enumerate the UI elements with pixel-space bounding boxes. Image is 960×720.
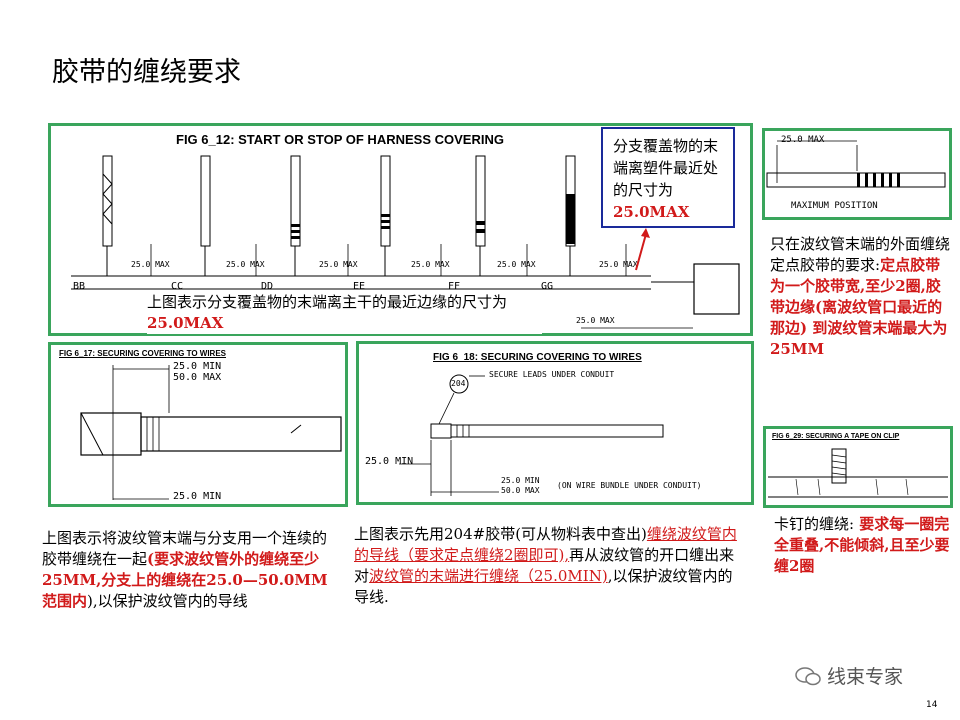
fig-6-12-title: FIG 6_12: START OR STOP OF HARNESS COVER… xyxy=(176,132,504,147)
callout-arrow xyxy=(635,228,650,271)
fig-6-17-panel: FIG 6_17: SECURING COVERING TO WIRES 25.… xyxy=(48,342,348,507)
fig-6-17-dim-3: 25.0 MIN xyxy=(173,491,222,502)
fig-6-17-title: FIG 6_17: SECURING COVERING TO WIRES xyxy=(59,349,226,358)
fig-6-18-title-text: FIG 6_18: SECURING COVERING TO WIRES xyxy=(433,352,642,363)
note-fig-29: 卡钉的缠绕: 要求每一圈完全重叠,不能倾斜,且至少要缠2圈 xyxy=(774,514,952,577)
label-ee: EE xyxy=(353,281,366,292)
watermark: 线束专家 xyxy=(795,662,903,689)
page-number: 14 xyxy=(926,700,938,710)
fig-6-12-caption-text: 上图表示分支覆盖物的末端离主干的最近边缘的尺寸为 xyxy=(147,293,508,311)
fig-6-12-caption-value: 25.0MAX xyxy=(147,314,224,332)
note-fig-18: 上图表示先用204#胶带(可从物料表中查出)缠绕波纹管内的导线（要求定点缠绕2圈… xyxy=(354,524,739,608)
fig-6-29-panel: FIG 6_29: SECURING A TAPE ON CLIP xyxy=(763,426,953,508)
fig-6-29-title: FIG 6_29: SECURING A TAPE ON CLIP xyxy=(772,433,899,440)
note-right: 只在波纹管末端的外面缠绕定点胶带的要求:定点胶带为一个胶带宽,至少2圈,胶带边缘… xyxy=(770,234,950,360)
callout-box: 分支覆盖物的末端离塑件最近处的尺寸为 25.0MAX xyxy=(601,127,735,228)
fig-6-12-title-text: FIG 6_12: START OR STOP OF HARNESS COVER… xyxy=(176,132,504,147)
fig-6-29-title-text: FIG 6_29: SECURING A TAPE ON CLIP xyxy=(772,433,900,440)
label-ff: FF xyxy=(448,281,461,292)
note-fig-18-plain2: 再从波纹管的开口缠出来对 xyxy=(354,546,735,585)
fig-6-17-title-text: FIG 6_17: SECURING COVERING TO WIRES xyxy=(59,349,226,358)
note-fig-29-plain: 卡钉的缠绕: xyxy=(774,515,855,533)
note-right-plain: 只在波纹管末端的外面缠绕定点胶带的要求: xyxy=(770,235,951,274)
callout-text: 分支覆盖物的末端离塑件最近处的尺寸为 xyxy=(613,137,719,199)
watermark-text: 线束专家 xyxy=(827,666,904,688)
max-dim-7: 25.0 MAX xyxy=(576,316,615,325)
note-fig-18-plain3: ,以保护波纹管内的导线. xyxy=(354,567,733,606)
fig-6-12-caption: 上图表示分支覆盖物的末端离主干的最近边缘的尺寸为 25.0MAX xyxy=(147,292,542,334)
note-fig-18-red1: 缠绕波纹管内的导线（要求定点缠绕2圈即可), xyxy=(354,525,737,564)
fig-6-17-dim-2: 50.0 MAX xyxy=(173,372,222,383)
label-bb: BB xyxy=(73,281,86,292)
fig-6-29-drawing xyxy=(768,448,948,498)
note-fig-17-red: (要求波纹管外的缠绕至少25MM,分支上的缠绕在25.0—50.0MM范围内 xyxy=(42,550,328,610)
max-dim-1: 25.0 MAX xyxy=(131,260,170,269)
note-fig-17-tail: ),以保护波纹管内的导线 xyxy=(87,592,248,610)
note-fig-17-plain: 上图表示将波纹管末端与分支用一个连续的胶带缠绕在一起 xyxy=(42,529,328,568)
max-dim-2: 25.0 MAX xyxy=(226,260,265,269)
label-cc: CC xyxy=(171,281,184,292)
max-dim-5: 25.0 MAX xyxy=(497,260,536,269)
max-position-dim: 25.0 MAX xyxy=(781,135,825,145)
note-fig-29-red: 要求每一圈完全重叠,不能倾斜,且至少要缠2圈 xyxy=(774,515,950,575)
label-gg: GG xyxy=(541,281,554,292)
fig-6-18-balloon: 204 xyxy=(451,379,466,388)
fig-6-17-drawing xyxy=(80,365,342,500)
max-dim-6: 25.0 MAX xyxy=(599,260,638,269)
note-fig-17: 上图表示将波纹管末端与分支用一个连续的胶带缠绕在一起(要求波纹管外的缠绕至少25… xyxy=(42,528,337,612)
fig-6-18-leader-text: SECURE LEADS UNDER CONDUIT xyxy=(489,370,615,379)
fig-6-18-dim-left: 25.0 MIN xyxy=(365,456,414,467)
fig-6-18-drawing xyxy=(399,374,664,496)
fig-6-12-drawing xyxy=(71,155,740,329)
max-dim-3: 25.0 MAX xyxy=(319,260,358,269)
max-position-drawing xyxy=(766,140,946,188)
note-right-red: 定点胶带为一个胶带宽,至少2圈,胶带边缘(离波纹管口最近的那边) 到波纹管末端最… xyxy=(770,256,948,358)
fig-6-18-dim-note: (ON WIRE BUNDLE UNDER CONDUIT) xyxy=(557,481,702,490)
fig-6-18-panel: FIG 6_18: SECURING COVERING TO WIRES 204… xyxy=(356,341,754,505)
label-dd: DD xyxy=(261,281,274,292)
fig-6-18-title: FIG 6_18: SECURING COVERING TO WIRES xyxy=(433,352,642,363)
fig-6-17-dim-1: 25.0 MIN xyxy=(173,361,222,372)
wechat-icon xyxy=(795,666,821,686)
fig-6-18-dim-min: 25.0 MIN xyxy=(501,476,540,485)
callout-value: 25.0MAX xyxy=(613,203,690,221)
fig-6-18-dim-max: 50.0 MAX xyxy=(501,486,540,495)
max-position-label: MAXIMUM POSITION xyxy=(791,201,878,211)
note-fig-18-red2: 波纹管的末端进行缠绕（25.0MIN) xyxy=(369,567,608,585)
note-fig-18-plain1: 上图表示先用204#胶带(可从物料表中查出) xyxy=(354,525,647,543)
max-dim-4: 25.0 MAX xyxy=(411,260,450,269)
fig-max-position-panel: 25.0 MAX MAXIMUM POSITION xyxy=(762,128,952,220)
page-title: 胶带的缠绕要求 xyxy=(52,57,241,88)
